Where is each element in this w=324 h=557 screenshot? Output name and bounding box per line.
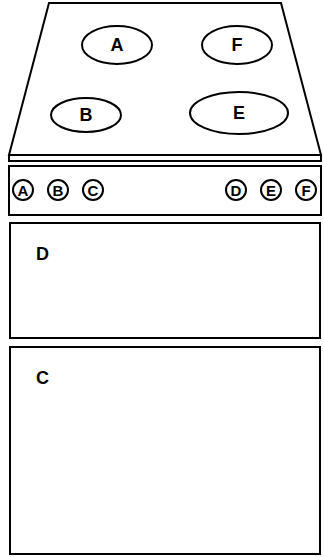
oven-door: C <box>9 346 321 555</box>
control-knob-label: A <box>18 182 29 199</box>
burner-label: E <box>233 103 245 124</box>
burner: B <box>50 97 122 133</box>
control-knob-label: E <box>266 182 276 199</box>
control-knob-ring <box>83 180 103 200</box>
hob-edge <box>9 155 321 161</box>
hob-top <box>9 3 321 155</box>
burner-label: B <box>80 105 93 126</box>
burner: F <box>201 25 273 65</box>
burner-label: F <box>232 35 243 56</box>
control-knob: C <box>82 179 104 201</box>
control-knob: D <box>225 179 247 201</box>
oven-door-label: C <box>36 368 49 389</box>
control-knob: B <box>47 179 69 201</box>
burner-ring <box>82 26 152 64</box>
burner-ring <box>190 92 288 134</box>
burner-ring <box>202 26 272 64</box>
control-knob-ring <box>226 180 246 200</box>
control-knob-label: F <box>301 182 310 199</box>
oven-door-label: D <box>36 244 49 265</box>
control-knob: E <box>260 179 282 201</box>
control-knob-ring <box>261 180 281 200</box>
oven-door: D <box>9 222 321 339</box>
control-panel <box>9 166 321 215</box>
control-knob-ring <box>296 180 316 200</box>
control-knob-label: B <box>53 182 64 199</box>
burner: E <box>189 91 289 135</box>
control-knob-ring <box>48 180 68 200</box>
control-knob-label: D <box>231 182 242 199</box>
control-knob-ring <box>13 180 33 200</box>
burner: A <box>81 25 153 65</box>
control-knob: F <box>295 179 317 201</box>
control-knob: A <box>12 179 34 201</box>
burner-ring <box>51 98 121 132</box>
burner-label: A <box>111 35 124 56</box>
control-knob-label: C <box>88 182 99 199</box>
